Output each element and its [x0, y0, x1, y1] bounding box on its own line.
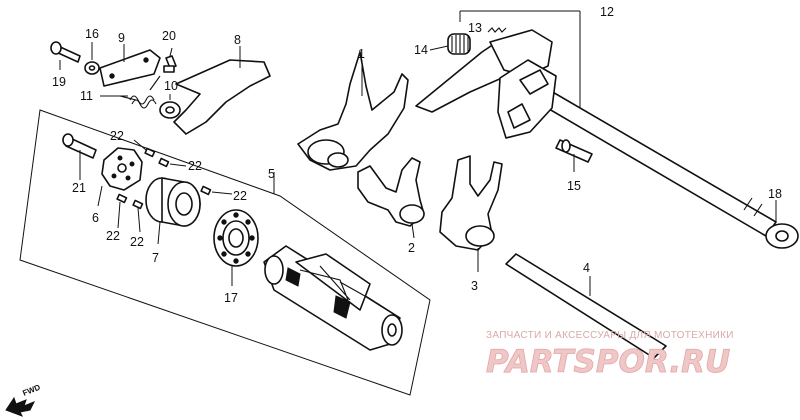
part-22-pin-d — [116, 193, 128, 204]
callout-20: 20 — [162, 29, 176, 43]
part-18-oil-seal — [765, 223, 799, 249]
callout-6: 6 — [92, 211, 99, 225]
watermark-logo: PARTSPOR.RU — [486, 344, 730, 380]
part-14-return-spring — [447, 33, 471, 55]
callout-18: 18 — [768, 187, 782, 201]
callout-22-d: 22 — [106, 229, 120, 243]
callout-22-b: 22 — [188, 159, 202, 173]
callout-11: 11 — [80, 89, 93, 103]
callout-14: 14 — [414, 43, 428, 57]
callout-13: 13 — [468, 21, 482, 35]
part-22-pin-b — [158, 157, 170, 168]
callout-17: 17 — [224, 291, 238, 305]
part-8-stopper-arm — [173, 59, 271, 135]
callout-19: 19 — [52, 75, 66, 89]
part-22-pin-a — [144, 147, 156, 158]
part-7-drum-center — [145, 177, 201, 227]
part-22-pin-e — [132, 199, 144, 210]
part-9-stopper-plate — [99, 49, 161, 87]
callout-10: 10 — [164, 79, 178, 93]
callout-22-c: 22 — [233, 189, 247, 203]
part-11-spring — [119, 75, 161, 109]
arrow-icon — [5, 396, 36, 417]
callout-7: 7 — [152, 251, 159, 265]
part-3-shift-fork — [439, 155, 503, 251]
fwd-orientation-marker: FWD — [5, 383, 42, 417]
part-2-shift-fork — [357, 157, 425, 227]
part-13-spring — [487, 27, 507, 33]
part-15-pin — [555, 139, 593, 163]
part-22-pin-c — [200, 185, 212, 196]
gear-shift-spindle — [519, 79, 777, 237]
callout-21: 21 — [72, 181, 86, 195]
callout-9: 9 — [118, 31, 125, 45]
callout-16: 16 — [85, 27, 99, 41]
part-16-washer — [84, 61, 100, 75]
watermark-tagline: ЗАПЧАСТИ И АКСЕССУАРЫ ДЛЯ МОТОТЕХНИКИ — [486, 330, 734, 341]
part-5-shift-drum — [263, 245, 403, 351]
callout-12: 12 — [600, 5, 614, 19]
part-17-bearing — [213, 209, 259, 267]
shift-shaft-assembly — [415, 29, 777, 237]
part-20-bolt — [163, 55, 177, 73]
callout-5: 5 — [268, 167, 275, 181]
assembly-outline — [19, 109, 431, 396]
fwd-label: FWD — [21, 383, 41, 398]
part-1-shift-fork — [297, 51, 409, 171]
callout-1: 1 — [358, 47, 365, 61]
callout-8: 8 — [234, 33, 241, 47]
part-6-drum-cam — [101, 147, 143, 191]
callout-3: 3 — [471, 279, 478, 293]
part-10-collar — [159, 101, 181, 119]
callout-22-e: 22 — [130, 235, 144, 249]
callout-15: 15 — [567, 179, 581, 193]
part-4-fork-shaft — [505, 253, 667, 359]
callout-4: 4 — [583, 261, 590, 275]
part-21-bolt — [62, 133, 97, 159]
callout-2: 2 — [408, 241, 415, 255]
callout-22-a: 22 — [110, 129, 124, 143]
part-19-bolt — [50, 41, 81, 63]
